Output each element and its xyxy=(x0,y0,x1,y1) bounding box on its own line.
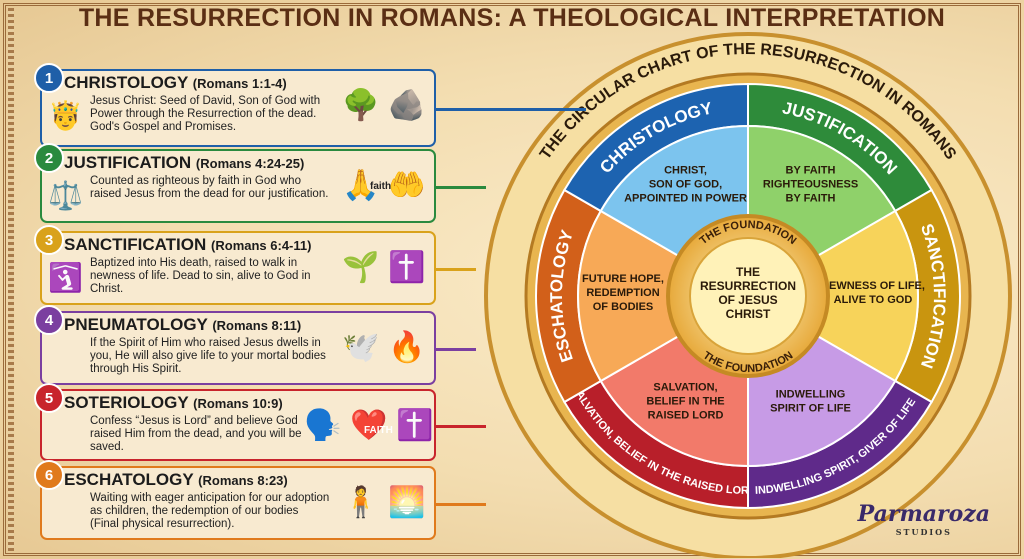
sector-label: CHRIST,SON OF GOD,APPOINTED IN POWER xyxy=(624,165,747,205)
connector-arrow xyxy=(436,425,486,428)
center-core xyxy=(689,237,807,355)
topic-card-soteriology: 5 SOTERIOLOGY (Romans 10:9) Confess “Jes… xyxy=(34,383,436,461)
tree-icon: 🌳 xyxy=(342,89,380,122)
decorative-border xyxy=(8,8,14,551)
topic-card-justification: 2 JUSTIFICATION (Romans 4:24-25) Counted… xyxy=(34,143,436,223)
resurrected-body-icon: 🧍 xyxy=(342,486,380,519)
baptism-icon: 🛐 xyxy=(48,262,83,293)
card-body: Confess “Jesus is Lord” and believe God … xyxy=(90,415,302,453)
topic-card-christology: 1 CHRISTOLOGY (Romans 1:1-4) Jesus Chris… xyxy=(34,63,436,147)
topic-card-sanctification: 3 SANCTIFICATION (Romans 6:4-11) Baptize… xyxy=(34,225,436,305)
card-body: Counted as righteous by faith in God who… xyxy=(90,175,329,200)
sprout-icon: 🌱 xyxy=(342,251,380,284)
resurrection-wheel: THE CIRCULAR CHART OF THE RESURRECTION I… xyxy=(440,28,1012,558)
sector-label: NEWNESS OF LIFE,ALIVE TO GOD xyxy=(821,280,925,306)
flame-person-icon: 🔥 xyxy=(388,331,426,364)
card-body: Baptized into His death, raised to walk … xyxy=(90,257,311,295)
connector-arrow xyxy=(436,268,476,271)
topic-card-eschatology: 6 ESCHATOLOGY (Romans 8:23) Waiting with… xyxy=(34,460,436,540)
confessing-person-icon: 🗣️ xyxy=(304,409,342,442)
king-icon: 🤴 xyxy=(48,100,83,131)
dove-icon: 🕊️ xyxy=(342,331,380,364)
cross-tomb-icon: ✝️ xyxy=(396,409,434,442)
heart-icon: ❤️ xyxy=(350,409,388,442)
step-number-badge: 3 xyxy=(34,225,64,255)
paradise-icon: 🌅 xyxy=(388,486,426,519)
topic-card-pneumatology: 4 PNEUMATOLOGY (Romans 8:11) If the Spir… xyxy=(34,305,436,385)
card-body: Jesus Christ: Seed of David, Son of God … xyxy=(90,95,321,133)
connector-arrow xyxy=(436,186,486,189)
card-body: If the Spirit of Him who raised Jesus dw… xyxy=(90,337,326,375)
card-title: SOTERIOLOGY (Romans 10:9) xyxy=(64,393,283,412)
card-body: Waiting with eager anticipation for our … xyxy=(90,492,330,530)
step-number-badge: 1 xyxy=(34,63,64,93)
step-number-badge: 5 xyxy=(34,383,64,413)
connector-arrow xyxy=(436,348,476,351)
icon-label: faith xyxy=(370,181,392,192)
step-number-badge: 6 xyxy=(34,460,64,490)
card-title: JUSTIFICATION (Romans 4:24-25) xyxy=(64,153,305,172)
connector-arrow xyxy=(436,108,586,111)
card-title: CHRISTOLOGY (Romans 1:1-4) xyxy=(64,73,287,92)
page-title: THE RESURRECTION IN ROMANS: A THEOLOGICA… xyxy=(78,4,946,32)
icon-label: FAITH xyxy=(364,425,393,436)
card-title: PNEUMATOLOGY (Romans 8:11) xyxy=(64,315,302,334)
praying-person-icon: 🙏 xyxy=(342,169,380,202)
hand-icon: 🤲 xyxy=(388,169,426,202)
crossroads-icon: ✝️ xyxy=(388,251,426,284)
tomb-icon: 🪨 xyxy=(388,89,426,122)
step-number-badge: 4 xyxy=(34,305,64,335)
connector-arrow xyxy=(436,503,486,506)
card-title: ESCHATOLOGY (Romans 8:23) xyxy=(64,470,288,489)
card-title: SANCTIFICATION (Romans 6:4-11) xyxy=(64,235,312,254)
scales-icon: ⚖️ xyxy=(48,180,83,211)
step-number-badge: 2 xyxy=(34,143,64,173)
